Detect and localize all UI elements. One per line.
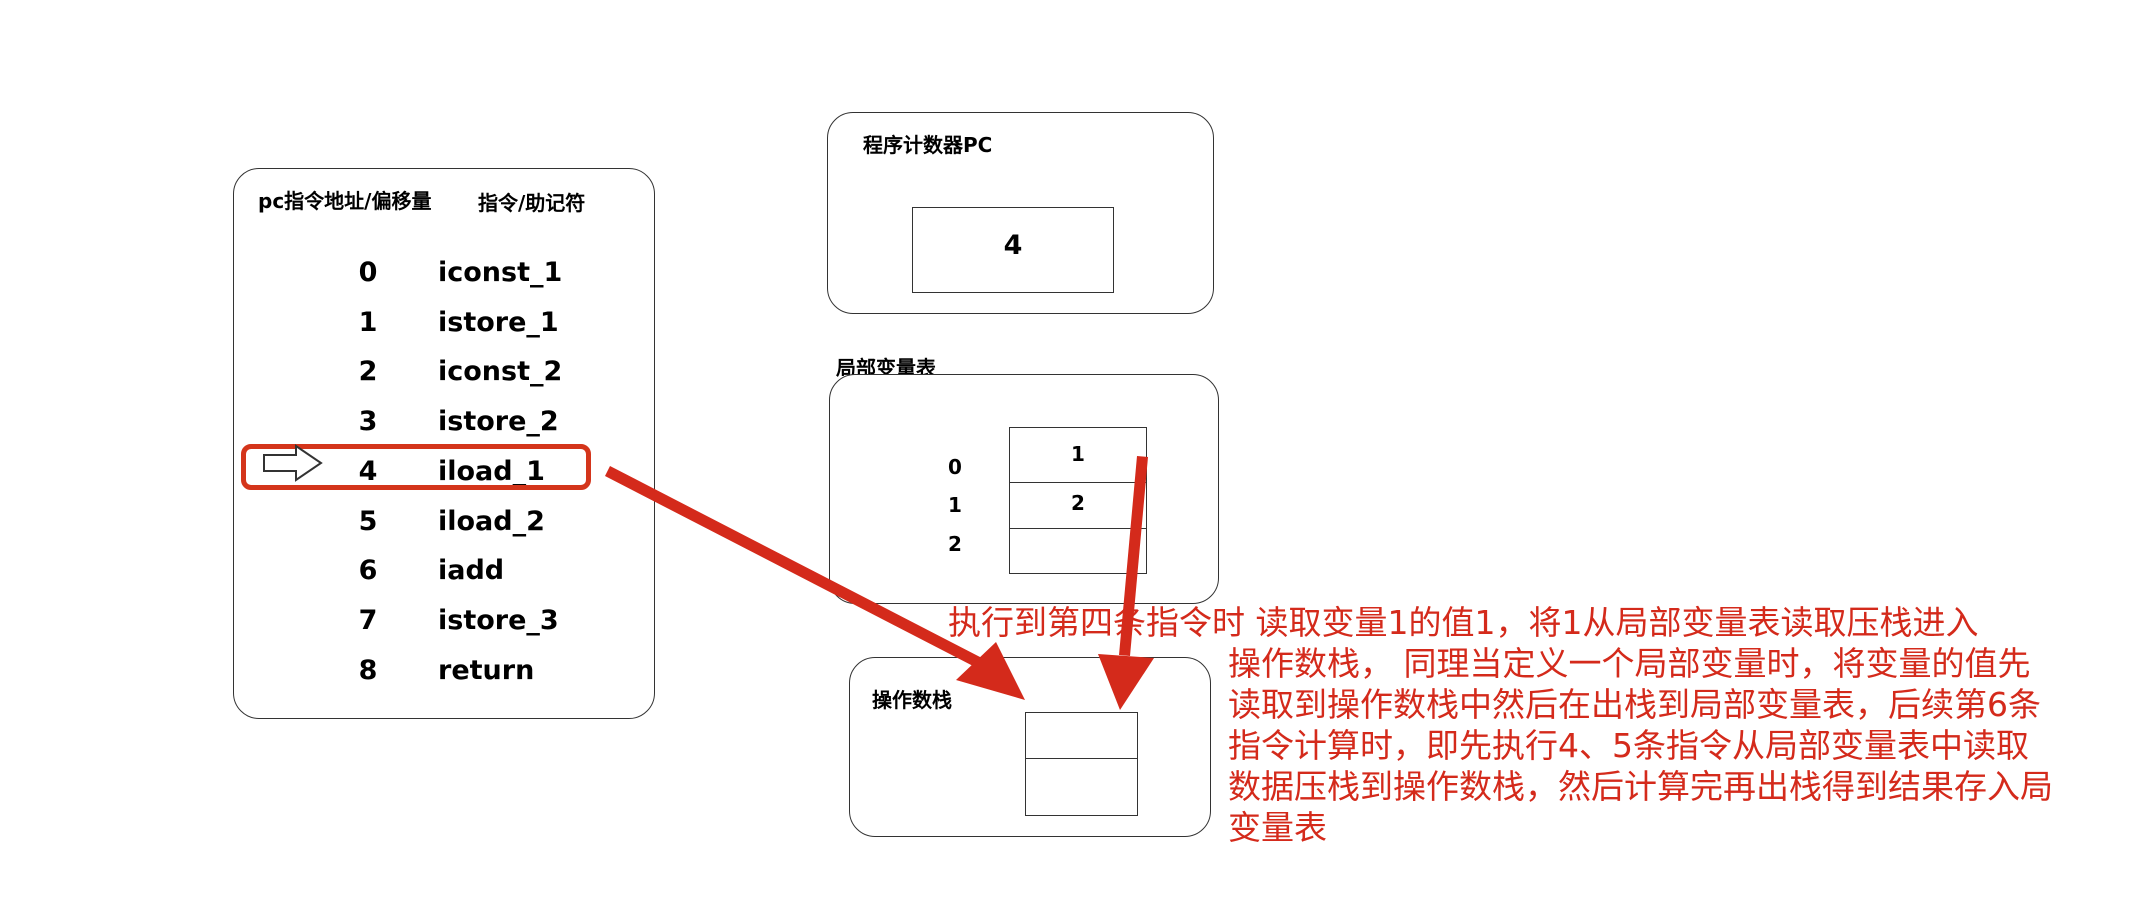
local-slot-value: 2 xyxy=(1071,491,1085,515)
instruction-mnemonic: istore_1 xyxy=(438,307,559,338)
annotation-line: 指令计算时，即先执行4、5条指令从局部变量表中读取 xyxy=(1228,726,2029,765)
annotation-line: 操作数栈， 同理当定义一个局部变量时，将变量的值先 xyxy=(1228,644,2031,683)
pc-register-panel: 程序计数器PC 4 xyxy=(827,112,1214,314)
local-index: 0 xyxy=(948,455,962,479)
locals-to-stack-arrow xyxy=(1098,456,1154,710)
operand-stack-slot-top xyxy=(1025,712,1138,760)
instruction-address: 1 xyxy=(358,307,378,338)
operand-stack-panel: 操作数栈 xyxy=(849,657,1211,837)
mnemonic-column-header: 指令/助记符 xyxy=(478,191,586,215)
instruction-address: 2 xyxy=(358,356,378,387)
operand-stack-title: 操作数栈 xyxy=(872,688,952,712)
annotation-line: 变量表 xyxy=(1228,808,1327,847)
annotation-line: 数据压栈到操作数栈，然后计算完再出栈得到结果存入局 xyxy=(1228,767,2053,806)
instruction-panel: pc指令地址/偏移量 指令/助记符 0 iconst_1 1 istore_1 … xyxy=(233,168,655,719)
local-slot-value: 1 xyxy=(1071,442,1085,466)
instruction-mnemonic: istore_3 xyxy=(438,605,559,636)
operand-stack-slot-bottom xyxy=(1025,758,1138,816)
instruction-mnemonic: iconst_2 xyxy=(438,356,563,387)
instruction-address: 5 xyxy=(358,506,378,537)
local-slot-0: 1 xyxy=(1009,427,1147,484)
local-variable-table-panel: 0 1 2 1 2 xyxy=(829,374,1219,604)
instruction-address: 6 xyxy=(358,555,378,586)
pointer-arrow-icon xyxy=(263,444,323,482)
instruction-mnemonic: istore_2 xyxy=(438,406,559,437)
instruction-address: 7 xyxy=(358,605,378,636)
instruction-address: 4 xyxy=(358,456,378,487)
local-slot-2 xyxy=(1009,528,1147,574)
instruction-mnemonic: return xyxy=(438,655,535,686)
annotation-line: 读取到操作数栈中然后在出栈到局部变量表，后续第6条 xyxy=(1228,685,2041,724)
instruction-address: 3 xyxy=(358,406,378,437)
instruction-to-stack-arrow xyxy=(605,466,1025,700)
local-slot-1: 2 xyxy=(1009,482,1147,530)
pc-value-box: 4 xyxy=(912,207,1114,293)
pc-panel-title: 程序计数器PC xyxy=(863,133,993,157)
local-index: 2 xyxy=(948,532,962,556)
instruction-mnemonic: iload_2 xyxy=(438,506,545,537)
instruction-mnemonic: iadd xyxy=(438,555,505,586)
local-index: 1 xyxy=(948,493,962,517)
instruction-mnemonic: iload_1 xyxy=(438,456,545,487)
instruction-address: 8 xyxy=(358,655,378,686)
annotation-line: 执行到第四条指令时 读取变量1的值1，将1从局部变量表读取压栈进入 xyxy=(948,603,1979,642)
addr-column-header: pc指令地址/偏移量 xyxy=(258,189,432,213)
instruction-mnemonic: iconst_1 xyxy=(438,257,563,288)
pc-value: 4 xyxy=(1003,230,1023,261)
current-instruction-highlight xyxy=(241,444,591,490)
instruction-address: 0 xyxy=(358,257,378,288)
